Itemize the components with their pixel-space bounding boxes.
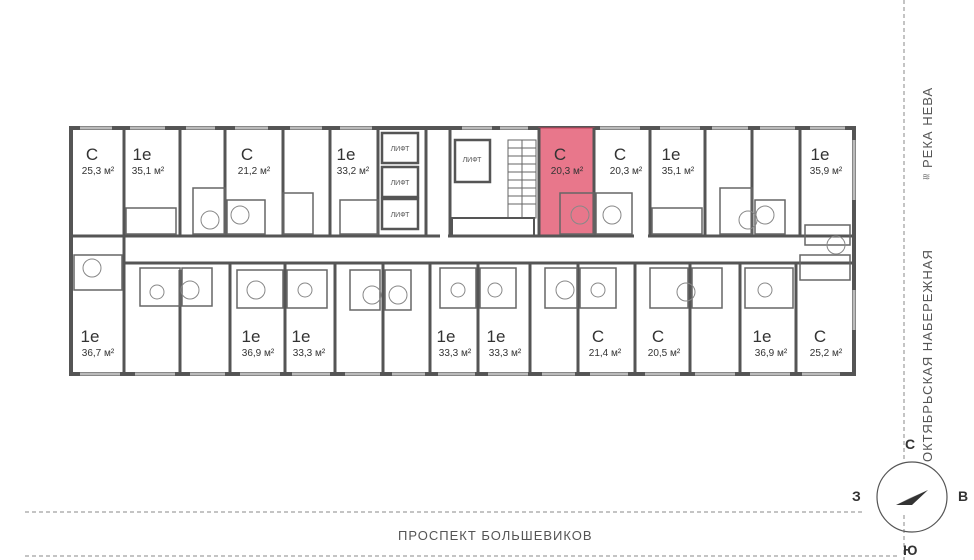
apartment-type: 1е (662, 145, 681, 164)
apartment-area: 35,1 м² (662, 166, 695, 177)
apartment-top-7[interactable]: 1е 35,1 м² (662, 145, 695, 177)
apartment-area: 21,4 м² (589, 348, 622, 359)
compass-east: В (958, 488, 969, 504)
apartment-type: 1е (292, 327, 311, 346)
compass-north: С (905, 436, 916, 452)
apartment-area: 35,1 м² (132, 166, 165, 177)
apartment-top-5-selected[interactable]: С 20,3 м² (551, 145, 584, 177)
staircase (451, 139, 537, 237)
bathrooms-bottom (73, 254, 851, 311)
lift-2 (380, 165, 420, 199)
apartment-area: 33,3 м² (489, 348, 522, 359)
apartment-area: 21,2 м² (238, 166, 271, 177)
apartment-type: С (86, 145, 98, 164)
apartment-type: С (652, 327, 664, 346)
apartment-type: 1е (337, 145, 356, 164)
apartment-bottom-7[interactable]: С 20,5 м² (648, 327, 681, 359)
street-label-bottom: ПРОСПЕКТ БОЛЬШЕВИКОВ (398, 528, 593, 543)
apartment-bottom-3[interactable]: 1е 33,3 м² (292, 327, 326, 359)
lift-label-4: ЛИФТ (463, 157, 483, 164)
apartment-type: С (614, 145, 626, 164)
apartment-type: С (814, 327, 826, 346)
apartment-area: 20,3 м² (551, 166, 584, 177)
top-apartment-labels[interactable]: С 25,3 м² 1е 35,1 м² С 21,2 м² 1е 33,2 м… (82, 145, 843, 177)
apartment-top-8[interactable]: 1е 35,9 м² (810, 145, 843, 177)
apartment-area: 33,2 м² (337, 166, 370, 177)
apartment-type: 1е (81, 327, 100, 346)
lift-label-1: ЛИФТ (391, 146, 411, 153)
apartment-area: 33,3 м² (439, 348, 472, 359)
apartment-area: 36,9 м² (755, 348, 788, 359)
lift-block: ЛИФТ ЛИФТ ЛИФТ ЛИФТ (380, 131, 492, 231)
apartment-area: 36,9 м² (242, 348, 275, 359)
apartment-area: 25,2 м² (810, 348, 843, 359)
apartment-bottom-5[interactable]: 1е 33,3 м² (487, 327, 522, 359)
embankment-label: ОКТЯБРЬСКАЯ НАБЕРЕЖНАЯ (920, 249, 935, 462)
compass (876, 461, 948, 533)
compass-ring-icon (876, 461, 948, 533)
apartment-bottom-1[interactable]: 1е 36,7 м² (81, 327, 115, 359)
apartment-area: 20,3 м² (610, 166, 643, 177)
lift-3 (380, 197, 420, 231)
apartment-area: 36,7 м² (82, 348, 115, 359)
lift-4 (453, 138, 492, 184)
apartment-bottom-8[interactable]: 1е 36,9 м² (753, 327, 788, 359)
lift-label-2: ЛИФТ (391, 180, 411, 187)
apartment-bottom-9[interactable]: С 25,2 м² (810, 327, 843, 359)
apartment-area: 33,3 м² (293, 348, 326, 359)
apartment-type: С (554, 145, 566, 164)
apartment-type: 1е (133, 145, 152, 164)
apartment-area: 25,3 м² (82, 166, 115, 177)
apartment-top-2[interactable]: 1е 35,1 м² (132, 145, 165, 177)
lift-1 (380, 131, 420, 165)
apartment-type: 1е (487, 327, 506, 346)
river-waves-icon: ≋ (922, 172, 931, 183)
apartment-area: 35,9 м² (810, 166, 843, 177)
apartment-area: 20,5 м² (648, 348, 681, 359)
lift-label-3: ЛИФТ (391, 212, 411, 219)
apartment-bottom-4[interactable]: 1е 33,3 м² (437, 327, 472, 359)
bottom-apartment-labels[interactable]: 1е 36,7 м² 1е 36,9 м² 1е 33,3 м² 1е 33,3… (81, 327, 843, 359)
apartment-type: 1е (811, 145, 830, 164)
apartment-top-4[interactable]: 1е 33,2 м² (337, 145, 370, 177)
apartment-type: 1е (753, 327, 772, 346)
apartment-type: 1е (437, 327, 456, 346)
apartment-top-3[interactable]: С 21,2 м² (238, 145, 271, 177)
apartment-bottom-2[interactable]: 1е 36,9 м² (242, 327, 275, 359)
compass-west: З (852, 488, 861, 504)
river-label: РЕКА НЕВА (920, 86, 935, 168)
apartment-type: 1е (242, 327, 261, 346)
apartment-top-1[interactable]: С 25,3 м² (82, 145, 115, 177)
apartment-type: С (241, 145, 253, 164)
windows (80, 126, 856, 376)
selected-apartment-highlight[interactable] (538, 127, 595, 236)
fixtures (82, 205, 846, 305)
apartment-bottom-6[interactable]: С 21,4 м² (589, 327, 622, 359)
compass-south: Ю (903, 542, 918, 558)
apartment-type: С (592, 327, 604, 346)
apartment-top-6[interactable]: С 20,3 м² (610, 145, 643, 177)
